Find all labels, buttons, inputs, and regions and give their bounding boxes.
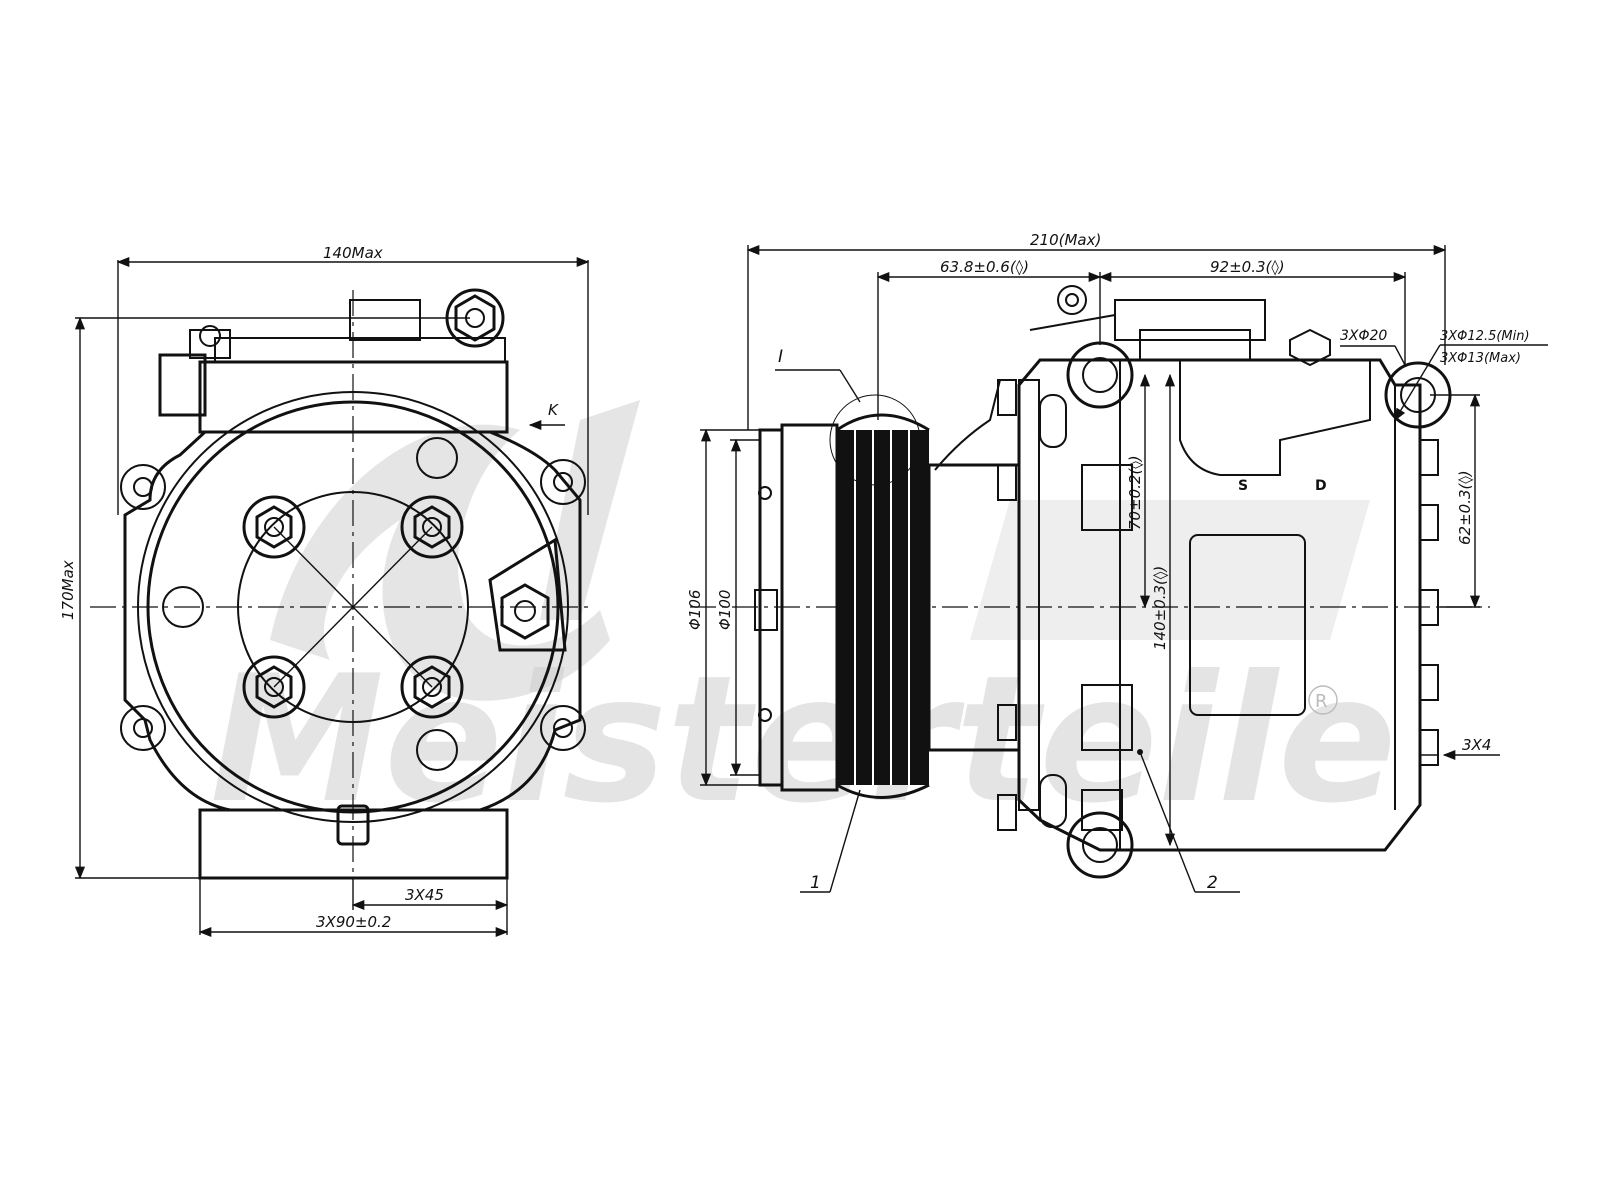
dim-pulley-inner: Φ100 [716,590,734,630]
side-view: I S D [686,231,1548,893]
dim-thread: 3X4 [1462,736,1491,754]
dim-right-height: 62±0.3(◊) [1456,470,1474,545]
front-bolt-bottom-right [400,655,464,719]
watermark-brand-text: Meisterteile [210,639,1397,842]
front-side-boss [488,537,567,652]
dim-front-height: 170Max [59,560,77,620]
dim-overall-length: 210(Max) [1030,231,1101,249]
port-suction-label: S [1238,478,1248,494]
port-discharge-label: D [1315,478,1327,494]
dim-bolt-spacing: 3X45 [405,886,444,904]
front-bolt-top-right [400,495,464,559]
front-bolt-top-left [242,495,306,559]
dim-height-upper: 70±0.2(◊) [1126,455,1144,530]
dim-hole-min: 3XΦ12.5(Min) [1440,329,1530,344]
nameplate [1189,534,1306,716]
dim-mount-length: 92±0.3(◊) [1210,258,1285,276]
front-bolt-bottom-left [242,655,306,719]
dim-height-total: 140±0.3(◊) [1151,566,1169,650]
side-mount-ear-bottom [1066,811,1134,879]
part-label-2: 2 [1207,873,1218,893]
side-mount-ear-top [1066,341,1134,409]
pulley-belt-grooves [837,430,929,785]
dim-front-width: 140Max [323,244,383,262]
side-top-fitting [1114,299,1266,341]
front-view: K 140Max 170Max 3X45 3X90±0.2 [59,244,590,938]
dim-pulley-outer: Φ106 [686,590,704,630]
view-marker-k: K [548,401,559,419]
compressor-body-outline [1017,358,1422,852]
dim-mount-spacing: 3X90±0.2 [316,913,391,931]
watermark-registered-mark: R [1315,691,1328,712]
detail-label-i: I [778,347,783,367]
dim-hole-max: 3XΦ13(Max) [1440,351,1521,366]
dim-pulley-offset: 63.8±0.6(◊) [940,258,1029,276]
dim-mount-hole-diameter: 3XΦ20 [1340,328,1387,344]
watermark-logo: Meisterteile R [210,400,1397,842]
part-label-1: 1 [810,873,821,893]
front-shaft-plate [237,491,469,723]
front-housing-ring [146,400,560,814]
